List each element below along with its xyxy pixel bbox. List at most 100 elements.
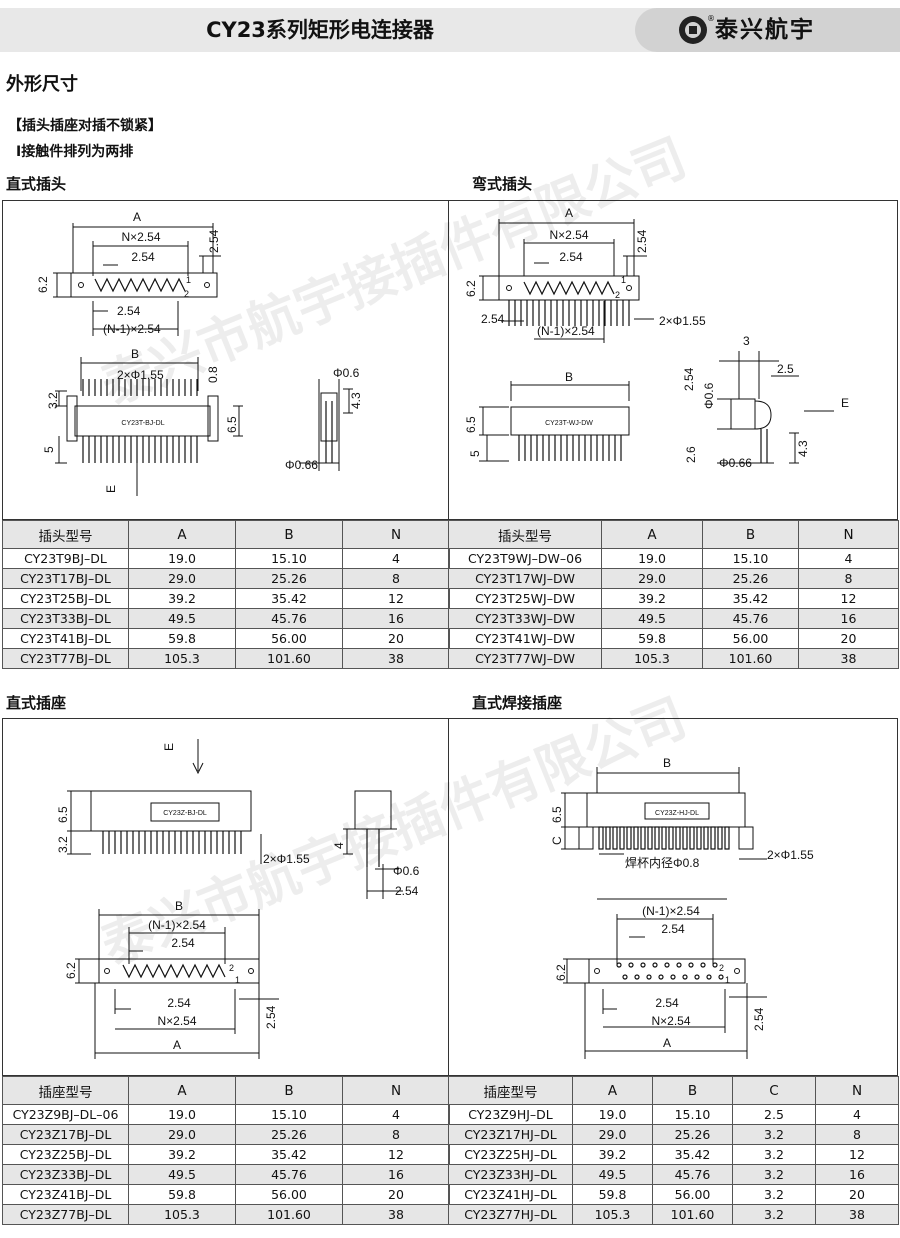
cell-model: CY23T25BJ–DL bbox=[2, 588, 129, 609]
dim-n-minus-1-pitch: (N-1)×2.54 bbox=[537, 324, 595, 338]
cell-N: 16 bbox=[342, 608, 450, 629]
table-header-row: 插头型号 A B N bbox=[2, 520, 450, 549]
dim-pitch-vertical: 2.54 bbox=[635, 229, 649, 253]
dim-pitch: 2.54 bbox=[171, 936, 195, 950]
cell-model: CY23Z41HJ–DL bbox=[448, 1184, 573, 1205]
page-header: CY23系列矩形电连接器 ® 泰兴航宇 bbox=[0, 0, 900, 58]
part-label: CY23T-BJ-DL bbox=[121, 420, 164, 427]
dim-6-5: 6.5 bbox=[56, 806, 70, 823]
dim-mount-hole: 2×Φ1.55 bbox=[263, 852, 310, 866]
cell-model: CY23Z33BJ–DL bbox=[2, 1164, 129, 1185]
cell-B: 45.76 bbox=[652, 1164, 733, 1185]
cell-B: 101.60 bbox=[235, 648, 343, 669]
dim-pin-diameter: Φ0.6 bbox=[702, 382, 716, 409]
cell-model: CY23Z9HJ–DL bbox=[448, 1104, 573, 1125]
contact-arrangement-note: I接触件排列为两排 bbox=[16, 144, 134, 160]
cell-C: 2.5 bbox=[732, 1104, 816, 1125]
brand-block: ® 泰兴航宇 bbox=[635, 8, 900, 52]
cell-N: 4 bbox=[798, 548, 899, 569]
section-heading: 外形尺寸 bbox=[6, 74, 78, 95]
cell-N: 20 bbox=[342, 1184, 450, 1205]
cell-model: CY23Z25HJ–DL bbox=[448, 1144, 573, 1165]
cell-A: 29.0 bbox=[128, 568, 236, 589]
cell-model: CY23T25WJ–DW bbox=[448, 588, 602, 609]
dim-height: 6.2 bbox=[36, 276, 50, 293]
cell-N: 38 bbox=[798, 648, 899, 669]
cell-B: 56.00 bbox=[235, 1184, 343, 1205]
section-title-straight-socket: 直式插座 bbox=[6, 694, 67, 712]
dim-2-5: 2.5 bbox=[777, 362, 794, 376]
pin-2-label: 2 bbox=[719, 963, 724, 973]
cell-N: 8 bbox=[815, 1124, 899, 1145]
dim-mount-hole: 2×Φ1.55 bbox=[117, 368, 164, 382]
cell-N: 8 bbox=[342, 1124, 450, 1145]
section-title-straight-plug: 直式插头 bbox=[6, 175, 67, 193]
cell-B: 45.76 bbox=[235, 608, 343, 629]
cell-A: 19.0 bbox=[128, 548, 236, 569]
dim-B: B bbox=[175, 899, 183, 913]
dim-6-5: 6.5 bbox=[464, 416, 478, 433]
dim-B: B bbox=[663, 756, 671, 770]
dim-pin-diameter: Φ0.6 bbox=[393, 864, 420, 878]
cell-N: 16 bbox=[815, 1164, 899, 1185]
col-header-A: A bbox=[128, 1076, 236, 1105]
cell-N: 20 bbox=[798, 628, 899, 649]
direction-E-label: E bbox=[104, 485, 118, 493]
col-header-N: N bbox=[342, 1076, 450, 1105]
dim-pitch-lower: 2.54 bbox=[167, 996, 191, 1010]
dim-0-8: 0.8 bbox=[206, 366, 220, 383]
dim-pitch-vertical: 2.54 bbox=[752, 1007, 766, 1031]
cell-model: CY23Z17HJ–DL bbox=[448, 1124, 573, 1145]
cell-N: 20 bbox=[342, 628, 450, 649]
cell-N: 8 bbox=[342, 568, 450, 589]
dim-mount-hole: 2×Φ1.55 bbox=[767, 848, 814, 862]
straight-socket-drawing: E 6.5 3.2 4 2×Φ1.55 Φ0.6 2.54 B (N-1)×2.… bbox=[56, 739, 420, 1059]
cell-N: 12 bbox=[815, 1144, 899, 1165]
cell-B: 45.76 bbox=[702, 608, 799, 629]
dim-pitch: 2.54 bbox=[131, 250, 155, 264]
cell-model: CY23Z25BJ–DL bbox=[2, 1144, 129, 1165]
col-header-model: 插座型号 bbox=[448, 1076, 573, 1105]
cell-B: 56.00 bbox=[702, 628, 799, 649]
table-header-row: 插头型号 A B N bbox=[448, 520, 899, 549]
cell-model: CY23Z41BJ–DL bbox=[2, 1184, 129, 1205]
cell-model: CY23Z9BJ–DL–06 bbox=[2, 1104, 129, 1125]
brand-name: 泰兴航宇 bbox=[715, 17, 815, 43]
dim-pin-diameter-0-66: Φ0.66 bbox=[719, 456, 752, 470]
dim-A: A bbox=[663, 1036, 671, 1050]
cell-N: 8 bbox=[798, 568, 899, 589]
col-header-A: A bbox=[128, 520, 236, 549]
cell-B: 35.42 bbox=[652, 1144, 733, 1165]
cell-A: 59.8 bbox=[128, 628, 236, 649]
part-label: CY23Z-HJ-DL bbox=[655, 810, 699, 817]
cell-A: 39.2 bbox=[128, 1144, 236, 1165]
dim-pitch: 2.54 bbox=[559, 250, 583, 264]
col-header-A: A bbox=[601, 520, 703, 549]
cell-model: CY23Z33HJ–DL bbox=[448, 1164, 573, 1185]
cell-A: 105.3 bbox=[128, 1204, 236, 1225]
col-header-model: 插座型号 bbox=[2, 1076, 129, 1105]
cell-model: CY23T77WJ–DW bbox=[448, 648, 602, 669]
cell-B: 45.76 bbox=[235, 1164, 343, 1185]
dim-pitch-vertical: 2.54 bbox=[207, 229, 221, 253]
dim-5: 5 bbox=[42, 446, 56, 453]
cell-B: 101.60 bbox=[235, 1204, 343, 1225]
cell-B: 25.26 bbox=[235, 1124, 343, 1145]
pin-2-label: 2 bbox=[615, 290, 620, 300]
pin-1-label: 1 bbox=[186, 275, 191, 285]
cell-A: 39.2 bbox=[128, 588, 236, 609]
